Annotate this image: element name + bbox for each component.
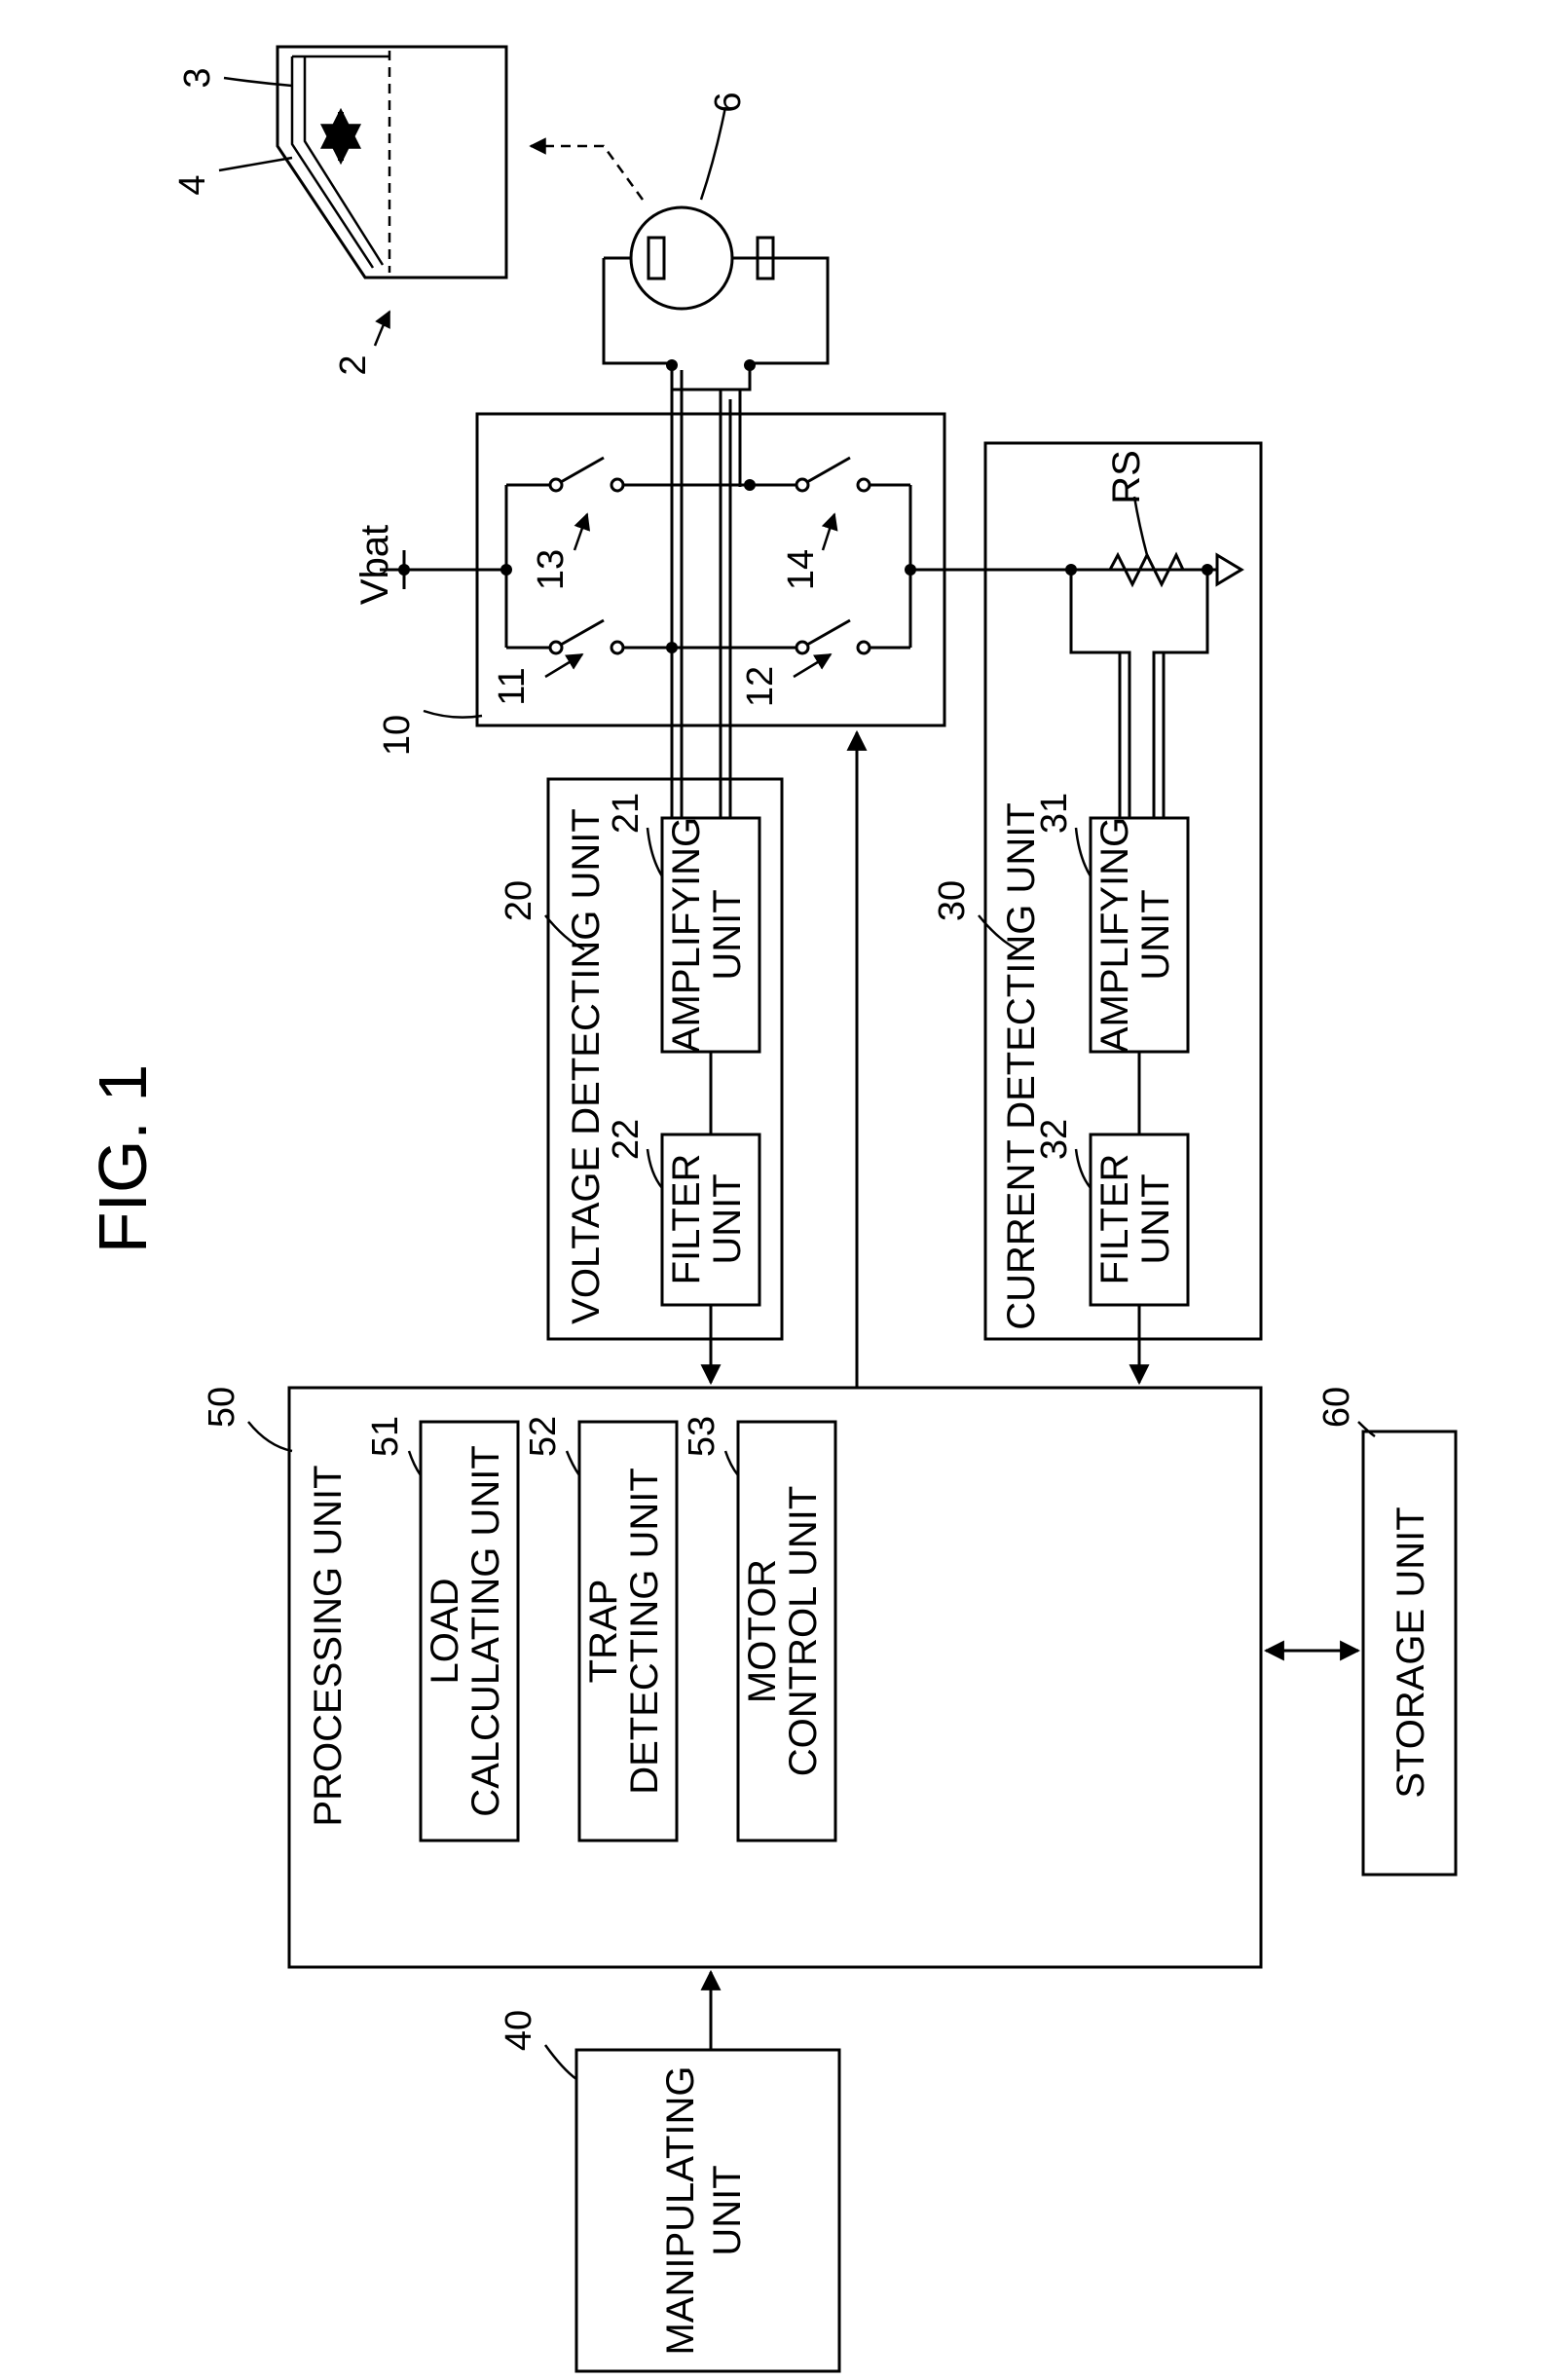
ref-motor: 6 xyxy=(708,92,749,112)
ref-manipulating: 40 xyxy=(499,2010,539,2051)
motor-control-line2: CONTROL UNIT xyxy=(782,1486,825,1777)
voltage-filter-line2: UNIT xyxy=(706,1173,749,1264)
ref-trap-detecting: 52 xyxy=(523,1416,564,1457)
trap-detecting-line2: DETECTING UNIT xyxy=(623,1468,666,1795)
ref-switch-13: 13 xyxy=(531,549,572,590)
switch-12 xyxy=(796,620,870,653)
voltage-filter-line1: FILTER xyxy=(665,1154,708,1285)
ref-voltage-amplifying: 21 xyxy=(606,793,647,834)
ref-voltage-filter: 22 xyxy=(606,1119,647,1160)
motor-control-line1: MOTOR xyxy=(741,1559,784,1703)
ref-switch-12: 12 xyxy=(740,666,781,707)
ref-window-glass: 3 xyxy=(177,67,218,88)
ref-bridge-circuit: 10 xyxy=(377,715,418,756)
switch-13 xyxy=(550,458,623,491)
voltage-amplifying-line1: AMPLIFYING xyxy=(665,817,708,1053)
manipulating-line1: MANIPULATING xyxy=(659,2065,702,2355)
trap-detecting-line1: TRAP xyxy=(582,1580,625,1684)
ref-switch-11: 11 xyxy=(492,667,533,705)
motor xyxy=(604,207,828,487)
storage-label: STORAGE UNIT xyxy=(1389,1506,1432,1798)
ref-window-device: 2 xyxy=(333,354,374,375)
voltage-amplifying-line2: UNIT xyxy=(706,889,749,980)
ref-current-detecting: 30 xyxy=(932,880,973,921)
ref-voltage-detecting: 20 xyxy=(499,880,539,921)
figure-title: FIG. 1 xyxy=(85,1064,161,1253)
ref-window-frame: 4 xyxy=(172,174,213,195)
ref-current-filter: 32 xyxy=(1034,1119,1075,1160)
current-amplifying-line2: UNIT xyxy=(1134,889,1177,980)
manipulating-line2: UNIT xyxy=(706,2165,749,2255)
load-calculating-line1: LOAD xyxy=(424,1579,466,1685)
ref-motor-control: 53 xyxy=(682,1416,722,1457)
current-amplifying-line1: AMPLIFYING xyxy=(1093,817,1136,1053)
current-detecting-label: CURRENT DETECTING UNIT xyxy=(1000,802,1043,1329)
resistor-label: RS xyxy=(1105,450,1148,504)
voltage-detecting-label: VOLTAGE DETECTING UNIT xyxy=(565,808,608,1324)
supply-label: Vbat xyxy=(353,525,396,605)
window-device xyxy=(278,47,506,278)
ref-processing: 50 xyxy=(202,1387,242,1428)
load-calculating-line2: CALCULATING UNIT xyxy=(464,1445,507,1817)
current-filter-line2: UNIT xyxy=(1134,1173,1177,1264)
ref-load-calculating: 51 xyxy=(365,1416,406,1457)
switch-11 xyxy=(550,620,623,653)
current-filter-line1: FILTER xyxy=(1093,1154,1136,1285)
ref-switch-14: 14 xyxy=(781,549,822,590)
ref-storage: 60 xyxy=(1316,1387,1357,1428)
ref-current-amplifying: 31 xyxy=(1034,793,1075,834)
processing-label: PROCESSING UNIT xyxy=(307,1465,350,1826)
switch-14 xyxy=(796,458,870,491)
